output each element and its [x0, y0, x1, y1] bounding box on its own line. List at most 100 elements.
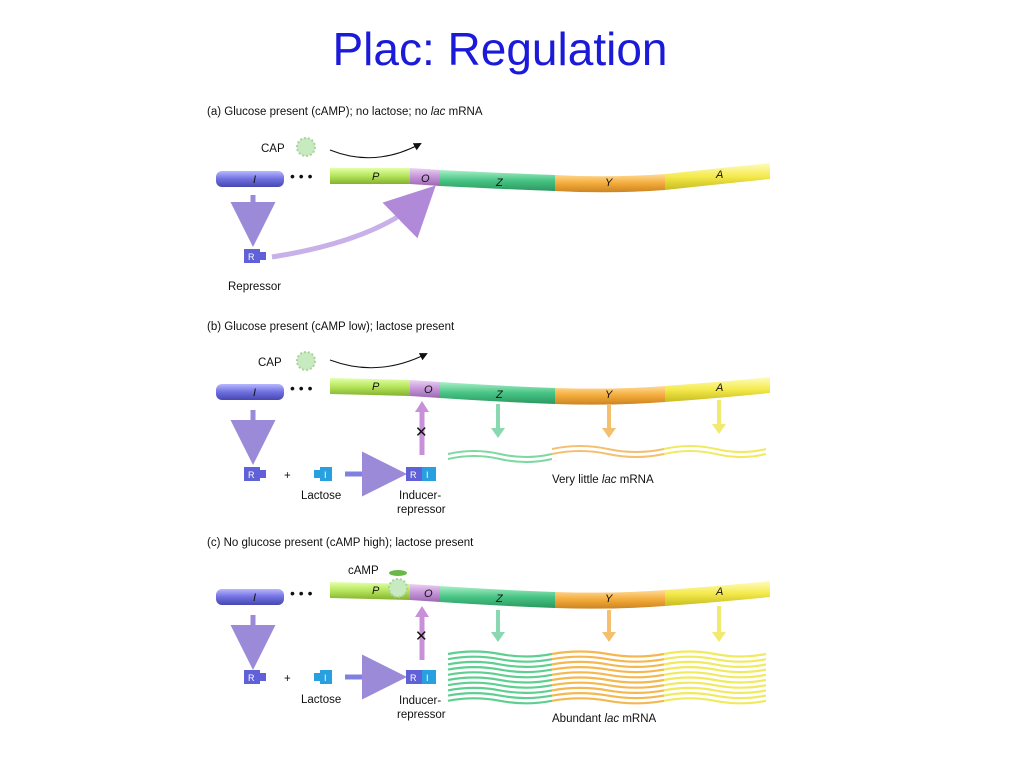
- inducer-label-line2: repressor: [397, 709, 446, 721]
- mrna-strand: [663, 650, 767, 658]
- mrna-strand: [663, 655, 767, 663]
- inducer-repressor-complex: R I: [406, 467, 436, 481]
- panel-a-caption: (a) Glucose present (cAMP); no lactose; …: [207, 106, 483, 118]
- mrna-strand: [551, 681, 665, 689]
- gene-a-label: A: [715, 586, 723, 598]
- mrna-strand: [551, 666, 665, 674]
- svg-text:I: I: [426, 470, 429, 480]
- mrna-strand: [663, 686, 767, 694]
- svg-text:I: I: [253, 387, 256, 399]
- inducer-label-line2: repressor: [397, 504, 446, 516]
- repressor-protein: R: [244, 467, 266, 481]
- cap-arrow: [329, 143, 422, 159]
- mrna-strand: [447, 650, 553, 658]
- mrna-strand: [663, 660, 767, 668]
- gene-y-label: Y: [605, 177, 613, 189]
- spacer-dots: • • •: [290, 168, 313, 184]
- cap-label: CAP: [261, 143, 285, 155]
- mrna-strand: [551, 692, 665, 700]
- blocked-mark: ✕: [415, 424, 428, 441]
- blocked-arrow-head: [415, 606, 429, 617]
- gene-z-label: Z: [495, 593, 504, 605]
- svg-text:R: R: [248, 470, 255, 480]
- gene-z-label: Z: [495, 389, 504, 401]
- cap-arrow: [329, 353, 428, 369]
- gene-p-label: P: [372, 171, 380, 183]
- spacer-dots: • • •: [290, 380, 313, 396]
- mrna-strands: [447, 445, 767, 463]
- gene-y-label: Y: [605, 389, 613, 401]
- mrna-strand: [663, 676, 767, 684]
- mrna-strand: [663, 666, 767, 674]
- lac-operon-dna: [330, 377, 770, 405]
- mrna-strand: [663, 671, 767, 679]
- mrna-strand: [447, 655, 553, 663]
- mrna-strand: [447, 660, 553, 668]
- cap-bound-icon: [388, 578, 408, 598]
- mrna-strand: [551, 697, 665, 705]
- cap-protein-icon: [296, 351, 316, 371]
- mrna-caption: Very little lac mRNA: [552, 474, 654, 486]
- plus-sign: +: [284, 470, 291, 482]
- panel-b: (b) Glucose present (cAMP low); lactose …: [207, 321, 770, 516]
- svg-text:R: R: [410, 470, 417, 480]
- lactose-label: Lactose: [301, 490, 341, 502]
- mrna-strand: [551, 650, 665, 658]
- blocked-mark: ✕: [415, 628, 428, 645]
- lac-operon-dna: [330, 163, 770, 193]
- inducer-repressor-complex: R I: [406, 670, 436, 684]
- repressor-protein: R: [244, 249, 266, 263]
- inducer-label-line1: Inducer-: [399, 490, 441, 502]
- repressor-protein: R: [244, 670, 266, 684]
- abundant-mrna-strands: [447, 650, 767, 705]
- mrna-strand: [447, 681, 553, 689]
- lac-operon-dna: [330, 581, 770, 609]
- panel-b-caption: (b) Glucose present (cAMP low); lactose …: [207, 321, 455, 333]
- gene-o-label: O: [421, 173, 430, 185]
- gene-p-label: P: [372, 585, 380, 597]
- panel-a: (a) Glucose present (cAMP); no lactose; …: [207, 106, 770, 293]
- repressor-gene-i: I: [216, 589, 284, 605]
- mrna-caption: Abundant lac mRNA: [552, 713, 657, 725]
- gene-o-label: O: [424, 384, 433, 396]
- repressor-gene-i: I: [216, 171, 284, 187]
- mrna-strand: [663, 692, 767, 700]
- svg-text:I: I: [253, 592, 256, 604]
- camp-label: cAMP: [348, 565, 379, 577]
- cap-protein-icon: [296, 137, 316, 157]
- plus-sign: +: [284, 673, 291, 685]
- repressor-gene-i: I: [216, 384, 284, 400]
- mrna-strand: [551, 676, 665, 684]
- mrna-strand: [551, 655, 665, 663]
- svg-text:R: R: [248, 252, 255, 262]
- repressor-label: Repressor: [228, 281, 281, 293]
- lactose-inducer: I: [314, 467, 332, 481]
- gene-a-label: A: [715, 169, 723, 181]
- mrna-strand: [551, 660, 665, 668]
- lactose-label: Lactose: [301, 694, 341, 706]
- panel-c-caption: (c) No glucose present (cAMP high); lact…: [207, 537, 474, 549]
- transcription-arrows: [491, 606, 726, 642]
- mrna-strand: [447, 671, 553, 679]
- panel-c: (c) No glucose present (cAMP high); lact…: [207, 537, 770, 725]
- blocked-arrow-head: [415, 401, 429, 412]
- svg-text:I: I: [253, 174, 256, 186]
- gene-o-label: O: [424, 588, 433, 600]
- camp-icon: [389, 570, 407, 576]
- spacer-dots: • • •: [290, 585, 313, 601]
- slide-title: Plac: Regulation: [332, 23, 668, 75]
- svg-text:I: I: [324, 673, 327, 683]
- mrna-strand: [663, 681, 767, 689]
- mrna-strand: [447, 692, 553, 700]
- gene-a-label: A: [715, 382, 723, 394]
- svg-text:I: I: [426, 673, 429, 683]
- lactose-inducer: I: [314, 670, 332, 684]
- svg-text:R: R: [410, 673, 417, 683]
- cap-label: CAP: [258, 357, 282, 369]
- mrna-strand: [551, 686, 665, 694]
- mrna-strand: [447, 686, 553, 694]
- mrna-strand: [551, 671, 665, 679]
- mrna-strand: [447, 666, 553, 674]
- gene-p-label: P: [372, 381, 380, 393]
